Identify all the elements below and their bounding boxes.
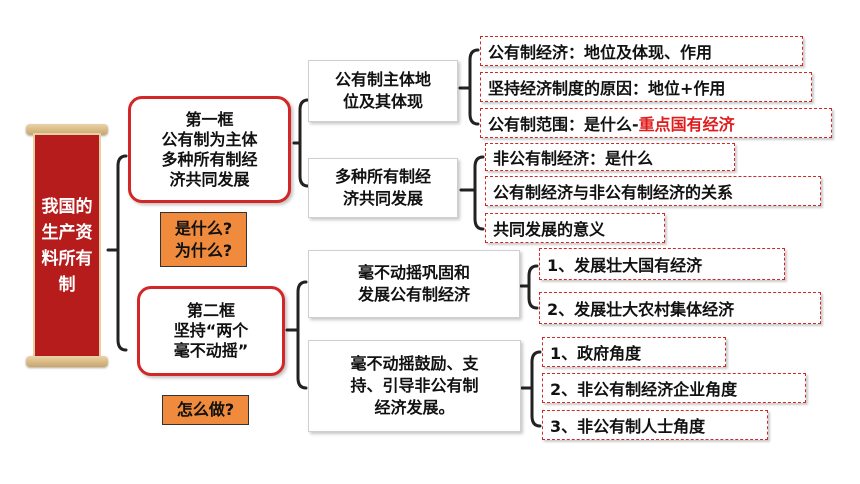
lesson2-line: 毫不动摇” <box>173 341 249 360</box>
leaf-item: 非公有制经济：是什么 <box>485 143 735 171</box>
scroll-rod-bottom <box>26 356 108 367</box>
leaf-item: 3、非公有制人士角度 <box>542 410 768 440</box>
branch-line: 公有制主体地 <box>334 70 431 89</box>
lesson1-branch1-box: 公有制主体地 位及其体现 <box>308 60 458 122</box>
bracket-l2b2 <box>530 350 542 428</box>
branch-line: 经济发展。 <box>374 398 455 417</box>
leaf-item: 共同发展的意义 <box>485 213 665 243</box>
leaf-text: 1、政府角度 <box>550 344 642 363</box>
lesson1-line: 公有制为主体 <box>161 129 258 149</box>
bracket-l1b1 <box>468 48 480 126</box>
branch-line: 济共同发展 <box>342 189 423 208</box>
branch-line: 毫不动摇鼓励、支 <box>350 354 479 373</box>
lesson2-box: 第二框 坚持“两个 毫不动摇” <box>137 286 285 376</box>
branch-line: 发展公有制经济 <box>357 285 470 304</box>
leaf-text: 坚持经济制度的原因：地位+作用 <box>488 79 726 98</box>
branch-line: 多种所有制经 <box>334 167 431 186</box>
tag-line: 是什么? <box>174 218 233 238</box>
lesson1-line: 第一框 <box>185 109 234 129</box>
leaf-text: 2、非公有制经济企业角度 <box>550 380 738 399</box>
lesson2-line: 坚持“两个 <box>173 321 249 340</box>
leaf-item: 公有制经济：地位及体现、作用 <box>480 36 803 66</box>
lesson2-line: 第二框 <box>186 301 235 320</box>
leaf-item: 2、发展壮大农村集体经济 <box>539 292 821 324</box>
lesson2-branch1-box: 毫不动摇巩固和 发展公有制经济 <box>308 250 520 318</box>
title-panel: 我国的生产资料所有制 <box>33 133 101 358</box>
leaf-text: 3、非公有制人士角度 <box>550 417 706 436</box>
bracket-l2b1 <box>527 264 539 310</box>
tag-line: 为什么? <box>174 240 233 260</box>
lesson1-question-tag: 是什么? 为什么? <box>160 212 247 267</box>
leaf-text: 非公有制经济：是什么 <box>493 149 654 168</box>
lesson1-line: 多种所有制经 <box>161 149 258 169</box>
bracket-lesson2 <box>296 280 308 390</box>
main-title: 我国的生产资料所有制 <box>41 196 93 295</box>
leaf-highlight: 重点国有经济 <box>638 115 735 134</box>
leaf-text: 2、发展壮大农村集体经济 <box>547 300 735 319</box>
lesson2-question-tag: 怎么做? <box>162 395 249 425</box>
lesson1-line: 济共同发展 <box>169 169 250 189</box>
tag-line: 怎么做? <box>176 400 235 419</box>
leaf-item: 1、发展壮大国有经济 <box>539 248 785 280</box>
branch-line: 毫不动摇巩固和 <box>357 263 470 282</box>
bracket-l1b2 <box>473 155 485 231</box>
leaf-text: 公有制经济与非公有制经济的关系 <box>493 183 734 202</box>
leaf-item: 1、政府角度 <box>542 337 726 367</box>
bracket-main <box>116 154 128 352</box>
title-scroll: 我国的生产资料所有制 <box>26 124 108 367</box>
leaf-item: 坚持经济制度的原因：地位+作用 <box>480 72 812 102</box>
leaf-text: 公有制范围：是什么- <box>488 115 639 134</box>
leaf-text: 共同发展的意义 <box>493 220 606 239</box>
leaf-item: 2、非公有制经济企业角度 <box>542 373 806 403</box>
lesson2-branch2-box: 毫不动摇鼓励、支 持、引导非公有制 经济发展。 <box>308 340 521 432</box>
leaf-text: 公有制经济：地位及体现、作用 <box>488 43 713 62</box>
leaf-text: 1、发展壮大国有经济 <box>547 256 703 275</box>
lesson1-branch2-box: 多种所有制经 济共同发展 <box>308 158 458 218</box>
leaf-item: 公有制范围：是什么-重点国有经济 <box>480 108 832 138</box>
scroll-rod-top <box>26 124 108 135</box>
lesson1-box: 第一框 公有制为主体 多种所有制经 济共同发展 <box>128 96 291 203</box>
branch-line: 持、引导非公有制 <box>350 376 479 395</box>
branch-line: 位及其体现 <box>342 92 423 111</box>
leaf-item: 公有制经济与非公有制经济的关系 <box>485 176 821 206</box>
